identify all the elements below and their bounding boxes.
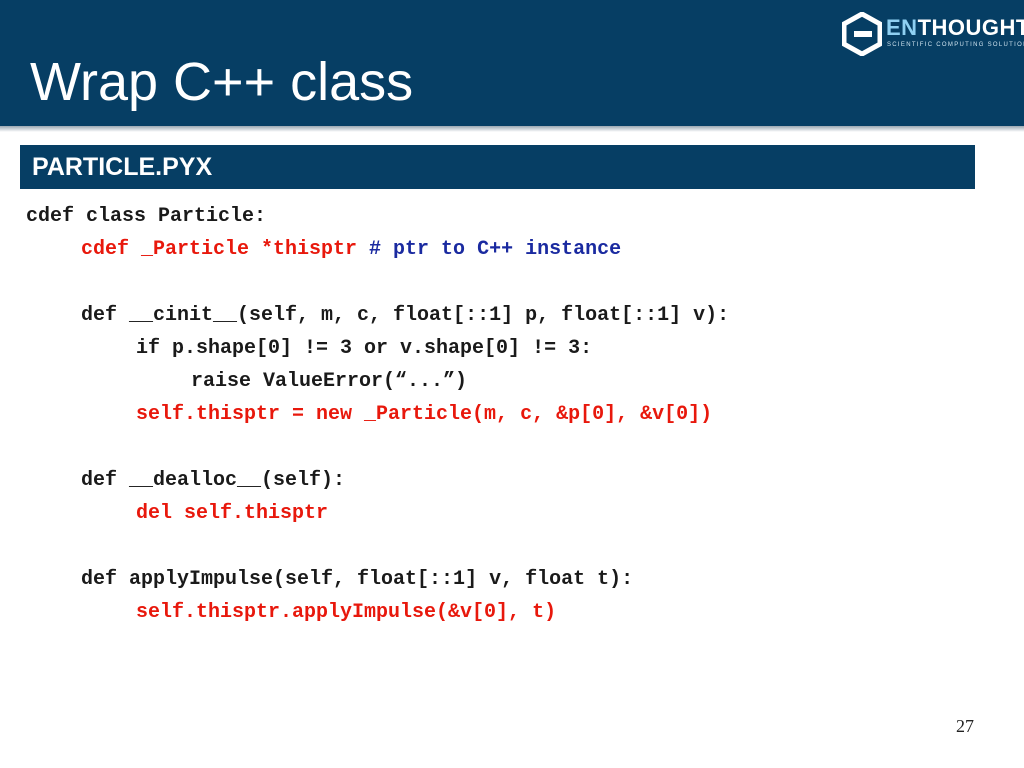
enthought-logo: ENTHOUGHT SCIENTIFIC COMPUTING SOLUTIONS	[842, 12, 1024, 56]
code-blank-line	[26, 266, 729, 299]
code-line: if p.shape[0] != 3 or v.shape[0] != 3:	[136, 337, 593, 360]
code-line: self.thisptr = new _Particle(m, c, &p[0]…	[136, 403, 713, 426]
slide-header: Wrap C++ class ENTHOUGHT SCIENTIFIC COMP…	[0, 0, 1024, 126]
slide-title: Wrap C++ class	[30, 52, 414, 112]
section-bar: PARTICLE.PYX	[20, 145, 975, 189]
code-line: del self.thisptr	[136, 502, 329, 525]
logo-tagline: SCIENTIFIC COMPUTING SOLUTIONS	[887, 42, 1024, 48]
code-blank-line	[26, 530, 729, 563]
section-label: PARTICLE.PYX	[32, 153, 213, 181]
logo-wordmark-en: EN	[886, 15, 918, 40]
code-line: raise ValueError(“...”)	[191, 370, 468, 393]
code-line: def applyImpulse(self, float[::1] v, flo…	[81, 568, 634, 591]
code-comment: # ptr to C++ instance	[369, 238, 622, 261]
code-line: def __cinit__(self, m, c, float[::1] p, …	[81, 304, 730, 327]
code-line: cdef _Particle *thisptr # ptr to C++ ins…	[26, 233, 729, 266]
logo-wordmark: ENTHOUGHT	[886, 16, 1024, 40]
code-blank-line	[26, 431, 729, 464]
code-block: cdef class Particle: cdef _Particle *thi…	[26, 200, 729, 629]
code-line: cdef class Particle:	[26, 205, 267, 228]
enthought-e-icon	[842, 12, 882, 56]
header-shadow	[0, 126, 1024, 132]
code-line: def __dealloc__(self):	[81, 469, 346, 492]
code-line: self.thisptr.applyImpulse(&v[0], t)	[136, 601, 557, 624]
logo-wordmark-rest: THOUGHT	[917, 15, 1024, 40]
code-declaration: cdef _Particle *thisptr	[81, 238, 370, 261]
page-number: 27	[956, 716, 974, 736]
